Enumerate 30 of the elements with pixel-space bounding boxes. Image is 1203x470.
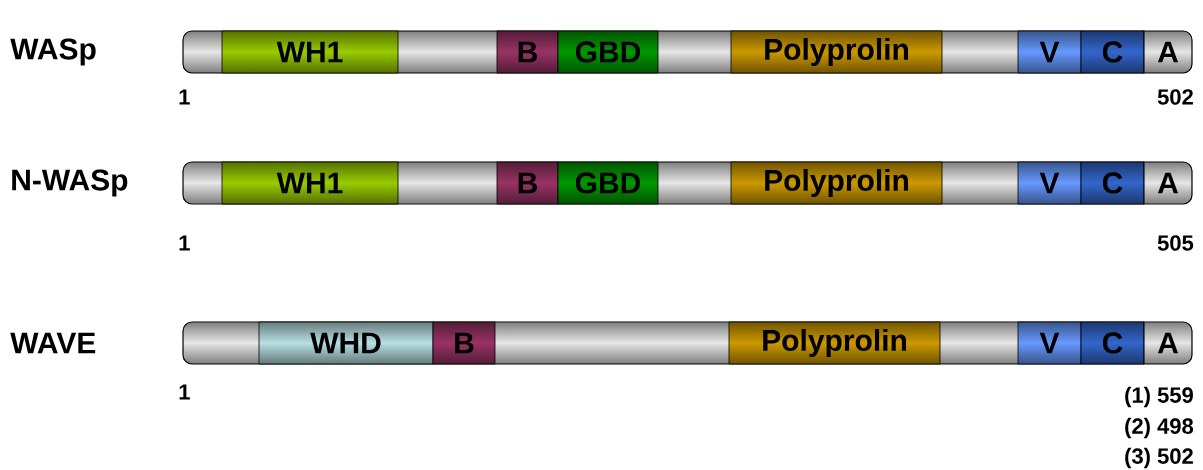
domain-box: V bbox=[1017, 30, 1082, 74]
residue-number: 502 bbox=[1157, 89, 1193, 105]
domain-box: GBD bbox=[557, 161, 659, 205]
node-label: WASp bbox=[10, 38, 96, 66]
domain-box: V bbox=[1017, 161, 1082, 205]
node-label: N-WASp bbox=[12, 169, 128, 197]
domain-box: A bbox=[1143, 161, 1179, 205]
node-label: WAVE bbox=[10, 332, 96, 354]
domain-box: A bbox=[1143, 321, 1179, 365]
domain-box: B bbox=[432, 321, 496, 365]
domain-box: A bbox=[1143, 30, 1179, 74]
domain-box: B bbox=[496, 161, 559, 205]
domain-box: Polyprolin bbox=[728, 321, 941, 365]
domain-box: B bbox=[496, 30, 559, 74]
domain-box: C bbox=[1080, 321, 1145, 365]
domain-box: WH1 bbox=[221, 30, 399, 74]
domain-box: V bbox=[1017, 321, 1082, 365]
residue-number: (1) 559 bbox=[1125, 386, 1193, 408]
domain-box: C bbox=[1080, 30, 1145, 74]
residue-number: 505 bbox=[1157, 235, 1194, 251]
residue-number: 1 bbox=[179, 384, 190, 400]
domain-box: C bbox=[1080, 161, 1145, 205]
residue-number: 1 bbox=[179, 89, 190, 105]
domain-box: WH1 bbox=[221, 161, 399, 205]
residue-number: (2) 498 bbox=[1125, 417, 1194, 439]
domain-box: GBD bbox=[557, 30, 659, 74]
residue-number: (3) 502 bbox=[1125, 447, 1193, 469]
domain-box: Polyprolin bbox=[730, 161, 943, 205]
domain-box: Polyprolin bbox=[730, 30, 943, 74]
residue-number: 1 bbox=[179, 235, 190, 251]
